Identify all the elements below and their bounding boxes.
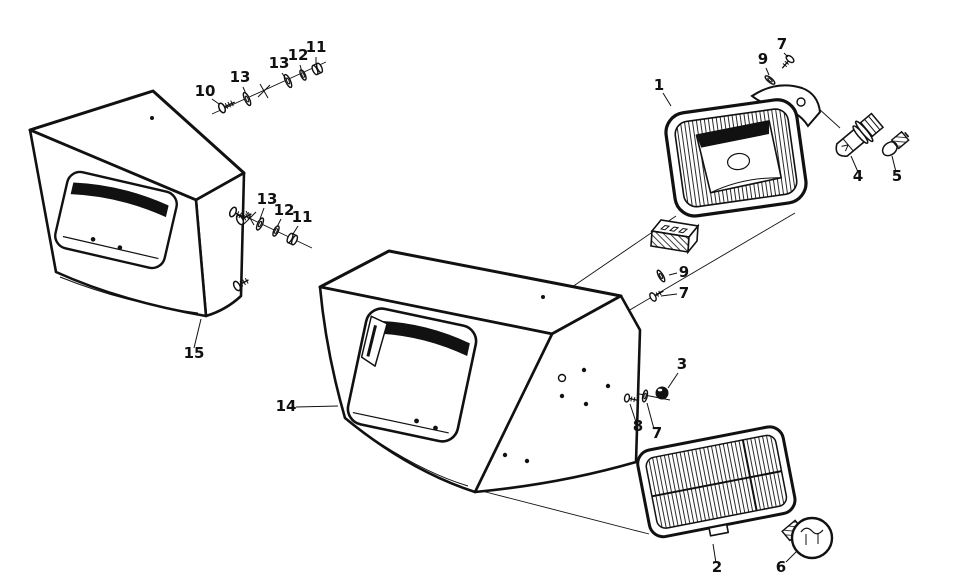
housing-hole	[583, 401, 589, 407]
callout-13-a: 13	[230, 68, 251, 86]
lens-midline	[651, 470, 782, 498]
screw-7-connector	[649, 290, 664, 302]
callout-6: 6	[776, 558, 786, 576]
cowl-edge-screw	[232, 277, 249, 292]
washer-12	[299, 69, 307, 81]
housing-lip-screw	[414, 418, 419, 424]
screw-10	[217, 100, 235, 114]
bulb-5	[881, 130, 910, 157]
lamp-cowl-15	[28, 89, 252, 318]
fastener-set-lamp	[764, 54, 795, 85]
cowl-roof-hole	[150, 116, 154, 120]
washer-9	[764, 75, 776, 85]
callout-5: 5	[892, 167, 902, 185]
washer-13	[242, 91, 252, 107]
nut-11	[311, 62, 324, 76]
lens-tab	[708, 523, 730, 537]
fastener-axis-top	[211, 61, 327, 115]
screw	[228, 206, 246, 219]
bulb-glass	[835, 128, 866, 157]
callout-4: 4	[853, 167, 863, 185]
bulb-base	[890, 130, 910, 150]
housing-opening-lip	[352, 411, 449, 434]
washer-13	[255, 217, 265, 231]
headlamp-unit-1	[664, 98, 808, 218]
headlamp-reflector-contour	[710, 177, 782, 194]
headlamp-reflector-shadow	[696, 120, 770, 148]
cowl-opening-shadow	[70, 182, 169, 218]
guide-bracket-to-bulb	[817, 107, 841, 129]
fastener-set-mid	[228, 206, 299, 246]
housing-lip-screw	[433, 425, 438, 431]
callout-9-b: 9	[679, 263, 689, 281]
callout-7-b: 7	[679, 284, 689, 302]
cowl-bottom-flange	[59, 276, 199, 314]
callout-leaders	[193, 52, 897, 564]
cowl-opening-lip	[62, 235, 159, 260]
housing-roof-hole	[541, 295, 545, 299]
assembly-cross-mark	[243, 210, 257, 226]
callout-7-a: 7	[777, 35, 787, 53]
cowl-lip-screw	[117, 245, 123, 250]
callouts: 10 13 13 12 11 1 9 7 4 5 13 12 11 9 7 15…	[184, 35, 903, 576]
bulb-base	[859, 112, 885, 138]
connector-pin	[668, 226, 680, 232]
callout-8: 8	[633, 417, 643, 435]
callout-2: 2	[712, 558, 722, 576]
callout-1: 1	[654, 76, 664, 94]
grommet-3	[655, 386, 669, 400]
housing-opening-shadow	[369, 320, 470, 357]
washer-7	[641, 389, 649, 403]
housing-bottom-flange	[351, 423, 469, 487]
fastener-set-top	[217, 62, 324, 114]
callout-12-a: 12	[288, 46, 309, 64]
bulb-glass	[790, 516, 834, 560]
callout-11-b: 11	[292, 208, 313, 226]
cowl-opening	[54, 170, 178, 270]
cowl-lip-screw	[90, 237, 96, 242]
connector-block	[650, 219, 700, 255]
screw-8	[623, 393, 638, 403]
lens-flutes	[645, 434, 788, 529]
housing-opening	[346, 307, 478, 443]
assembly-cross-mark	[257, 83, 271, 99]
callout-15: 15	[184, 344, 205, 362]
connector-pin	[677, 227, 689, 234]
callout-7-c: 7	[652, 424, 662, 442]
cowl-edge-screw	[235, 211, 252, 226]
callout-10: 10	[195, 82, 216, 100]
housing-side-face	[473, 294, 642, 494]
washer-9-connector	[656, 269, 666, 283]
bulb-6	[781, 516, 834, 560]
housing-hole	[524, 458, 530, 464]
nut-11	[286, 232, 299, 246]
connector-pin	[659, 224, 671, 231]
bracket-hole	[796, 97, 806, 107]
bulb-filament	[800, 527, 824, 535]
housing-hole	[502, 452, 508, 458]
lens-divider	[741, 439, 758, 511]
headlamp-bulb-hole	[726, 152, 751, 171]
callout-13-c: 13	[257, 190, 278, 208]
callout-14: 14	[276, 397, 297, 415]
housing-hole	[581, 367, 587, 373]
callout-12-b: 12	[274, 201, 295, 219]
callout-9-a: 9	[758, 50, 768, 68]
lamp-housing-14	[318, 249, 642, 494]
guide-housing-to-lens	[477, 489, 650, 535]
washer-12	[272, 225, 280, 237]
housing-hole	[559, 393, 565, 399]
callout-13-b: 13	[269, 54, 290, 72]
housing-hole	[605, 383, 611, 389]
lens-2	[636, 425, 797, 539]
housing-grommet-hole	[557, 373, 567, 383]
housing-bracket-slot	[366, 324, 377, 357]
bulb-4	[835, 112, 885, 157]
callout-3: 3	[677, 355, 687, 373]
callout-11-a: 11	[306, 38, 327, 56]
washer-13	[283, 73, 293, 89]
